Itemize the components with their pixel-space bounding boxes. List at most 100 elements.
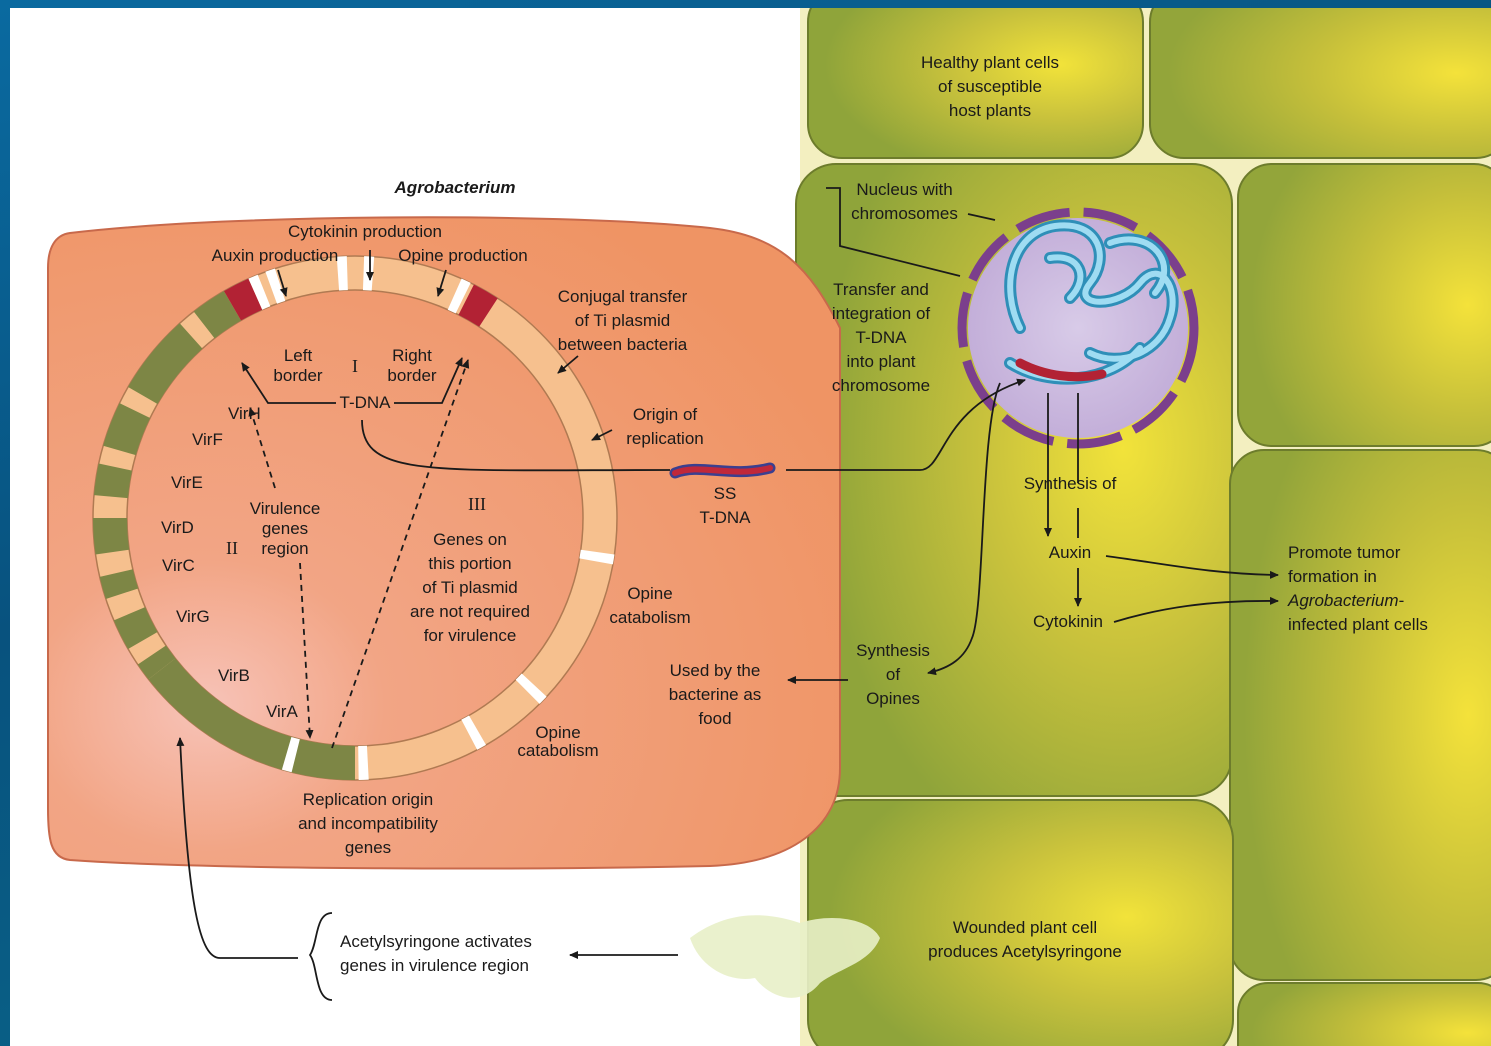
diagram-title: Agrobacterium — [355, 176, 555, 200]
ring-gap-mark — [469, 730, 477, 735]
opine-cat1-line-2: catabolism — [600, 606, 700, 630]
label-opine-catabolism-1: Opine catabolism — [600, 582, 700, 630]
opine-cat1-line-1: Opine — [600, 582, 700, 606]
healthy-line-2: of susceptible — [900, 75, 1080, 99]
virulence-line-3: region — [240, 539, 330, 559]
label-vird: VirD — [161, 516, 194, 540]
acetyl-brace — [310, 913, 332, 1000]
label-genes-not-required: Genes on this portion of Ti plasmid are … — [395, 528, 545, 648]
ring-gap-mark — [528, 685, 535, 692]
replication-line-3: genes — [278, 836, 458, 860]
label-opine-production: Opine production — [378, 244, 548, 268]
promote-hyphen: - — [1399, 591, 1405, 610]
label-vira: VirA — [266, 700, 298, 724]
label-synthesis-opines: Synthesis of Opines — [848, 639, 938, 711]
ring-gap-mark — [455, 294, 464, 298]
opine-cat2-line-1: Opine — [508, 724, 608, 742]
promote-line-1: Promote tumor — [1288, 541, 1468, 565]
label-used-by-bacteria: Used by the bacterine as food — [655, 659, 775, 731]
ring-gap-mark — [596, 552, 597, 561]
label-right-border: Right border — [382, 346, 442, 386]
wounded-line-1: Wounded plant cell — [910, 916, 1140, 940]
conjugal-line-2: of Ti plasmid — [540, 309, 705, 333]
genes-line-2: this portion — [395, 552, 545, 576]
promote-line-4: infected plant cells — [1288, 613, 1468, 637]
vir-segment — [129, 614, 142, 641]
label-virulence-region: Virulence genes region — [240, 499, 330, 559]
label-virc: VirC — [162, 554, 195, 578]
vir-segment — [111, 467, 115, 497]
right-border-segment — [466, 300, 488, 313]
conjugal-line-1: Conjugal transfer — [540, 285, 705, 309]
virulence-line-1: Virulence — [240, 499, 330, 519]
label-tdna: T-DNA — [326, 391, 404, 415]
label-region-iii: III — [462, 492, 492, 516]
ring-gap-mark — [255, 291, 264, 295]
label-conjugal-transfer: Conjugal transfer of Ti plasmid between … — [540, 285, 705, 357]
label-virf: VirF — [192, 428, 223, 452]
wounded-line-2: produces Acetylsyringone — [910, 940, 1140, 964]
right-border-line-2: border — [382, 366, 442, 386]
label-promote-tumor: Promote tumor formation in Agrobacterium… — [1288, 541, 1468, 637]
opines-line-3: Opines — [848, 687, 938, 711]
label-healthy-cells: Healthy plant cells of susceptible host … — [900, 51, 1080, 123]
vir-segment — [152, 655, 162, 669]
plant-cell-top-right — [1150, 8, 1491, 158]
label-auxin-production: Auxin production — [190, 244, 360, 268]
label-left-border: Left border — [268, 346, 328, 386]
label-acetylsyringone: Acetylsyringone activates genes in virul… — [340, 930, 570, 978]
conjugal-line-3: between bacteria — [540, 333, 705, 357]
label-origin-of-replication: Origin of replication — [610, 403, 720, 451]
label-ss-tdna: SS T-DNA — [690, 482, 760, 530]
promote-line-3: Agrobacterium- — [1288, 589, 1468, 613]
replication-segment — [271, 748, 355, 763]
plant-cell-right-3 — [1238, 983, 1491, 1046]
promote-agrobacterium: Agrobacterium — [1288, 591, 1399, 610]
genes-line-5: for virulence — [395, 624, 545, 648]
label-cytokinin: Cytokinin — [1022, 610, 1114, 634]
origin-line-1: Origin of — [610, 403, 720, 427]
ss-tdna-strand — [675, 468, 770, 473]
healthy-line-3: host plants — [900, 99, 1080, 123]
label-region-ii: II — [220, 536, 244, 560]
label-nucleus: Nucleus with chromosomes — [842, 178, 967, 226]
vir-segment — [119, 411, 134, 451]
virulence-line-2: genes — [240, 519, 330, 539]
opine-cat2-line-2: catabolism — [508, 742, 608, 760]
label-wounded-cell: Wounded plant cell produces Acetylsyring… — [910, 916, 1140, 964]
label-synthesis-of: Synthesis of — [1010, 472, 1130, 496]
transfer-line-5: chromosome — [816, 374, 946, 398]
label-virh: VirH — [228, 402, 261, 426]
replication-line-1: Replication origin — [278, 788, 458, 812]
acetyl-line-1: Acetylsyringone activates — [340, 930, 570, 954]
genes-line-3: of Ti plasmid — [395, 576, 545, 600]
plant-cell-right-1 — [1238, 164, 1491, 446]
used-line-1: Used by the — [655, 659, 775, 683]
label-opine-catabolism-2: Opine catabolism — [508, 724, 608, 760]
label-replication-origin: Replication origin and incompatibility g… — [278, 788, 458, 860]
label-transfer-integration: Transfer and integration of T-DNA into p… — [816, 278, 946, 398]
transfer-line-4: into plant — [816, 350, 946, 374]
opines-line-1: Synthesis — [848, 639, 938, 663]
used-line-2: bacterine as — [655, 683, 775, 707]
ring-gap-mark — [364, 273, 373, 274]
genes-line-1: Genes on — [395, 528, 545, 552]
label-virg: VirG — [176, 605, 210, 629]
used-line-3: food — [655, 707, 775, 731]
label-auxin: Auxin — [1040, 541, 1100, 565]
nucleus-line-1: Nucleus with — [842, 178, 967, 202]
nucleus-line-2: chromosomes — [842, 202, 967, 226]
left-border-segment — [233, 294, 256, 306]
vir-segment — [116, 573, 122, 594]
promote-line-2: formation in — [1288, 565, 1468, 589]
genes-line-4: are not required — [395, 600, 545, 624]
ring-gap-mark — [287, 753, 296, 755]
label-virb: VirB — [218, 664, 250, 688]
transfer-line-2: integration of — [816, 302, 946, 326]
diagram-canvas: Agrobacterium Cytokinin production Auxin… — [10, 8, 1491, 1046]
healthy-line-1: Healthy plant cells — [900, 51, 1080, 75]
transfer-line-1: Transfer and — [816, 278, 946, 302]
right-border-line-1: Right — [382, 346, 442, 366]
label-region-i: I — [348, 354, 362, 378]
plant-cell-right-2 — [1230, 450, 1491, 980]
